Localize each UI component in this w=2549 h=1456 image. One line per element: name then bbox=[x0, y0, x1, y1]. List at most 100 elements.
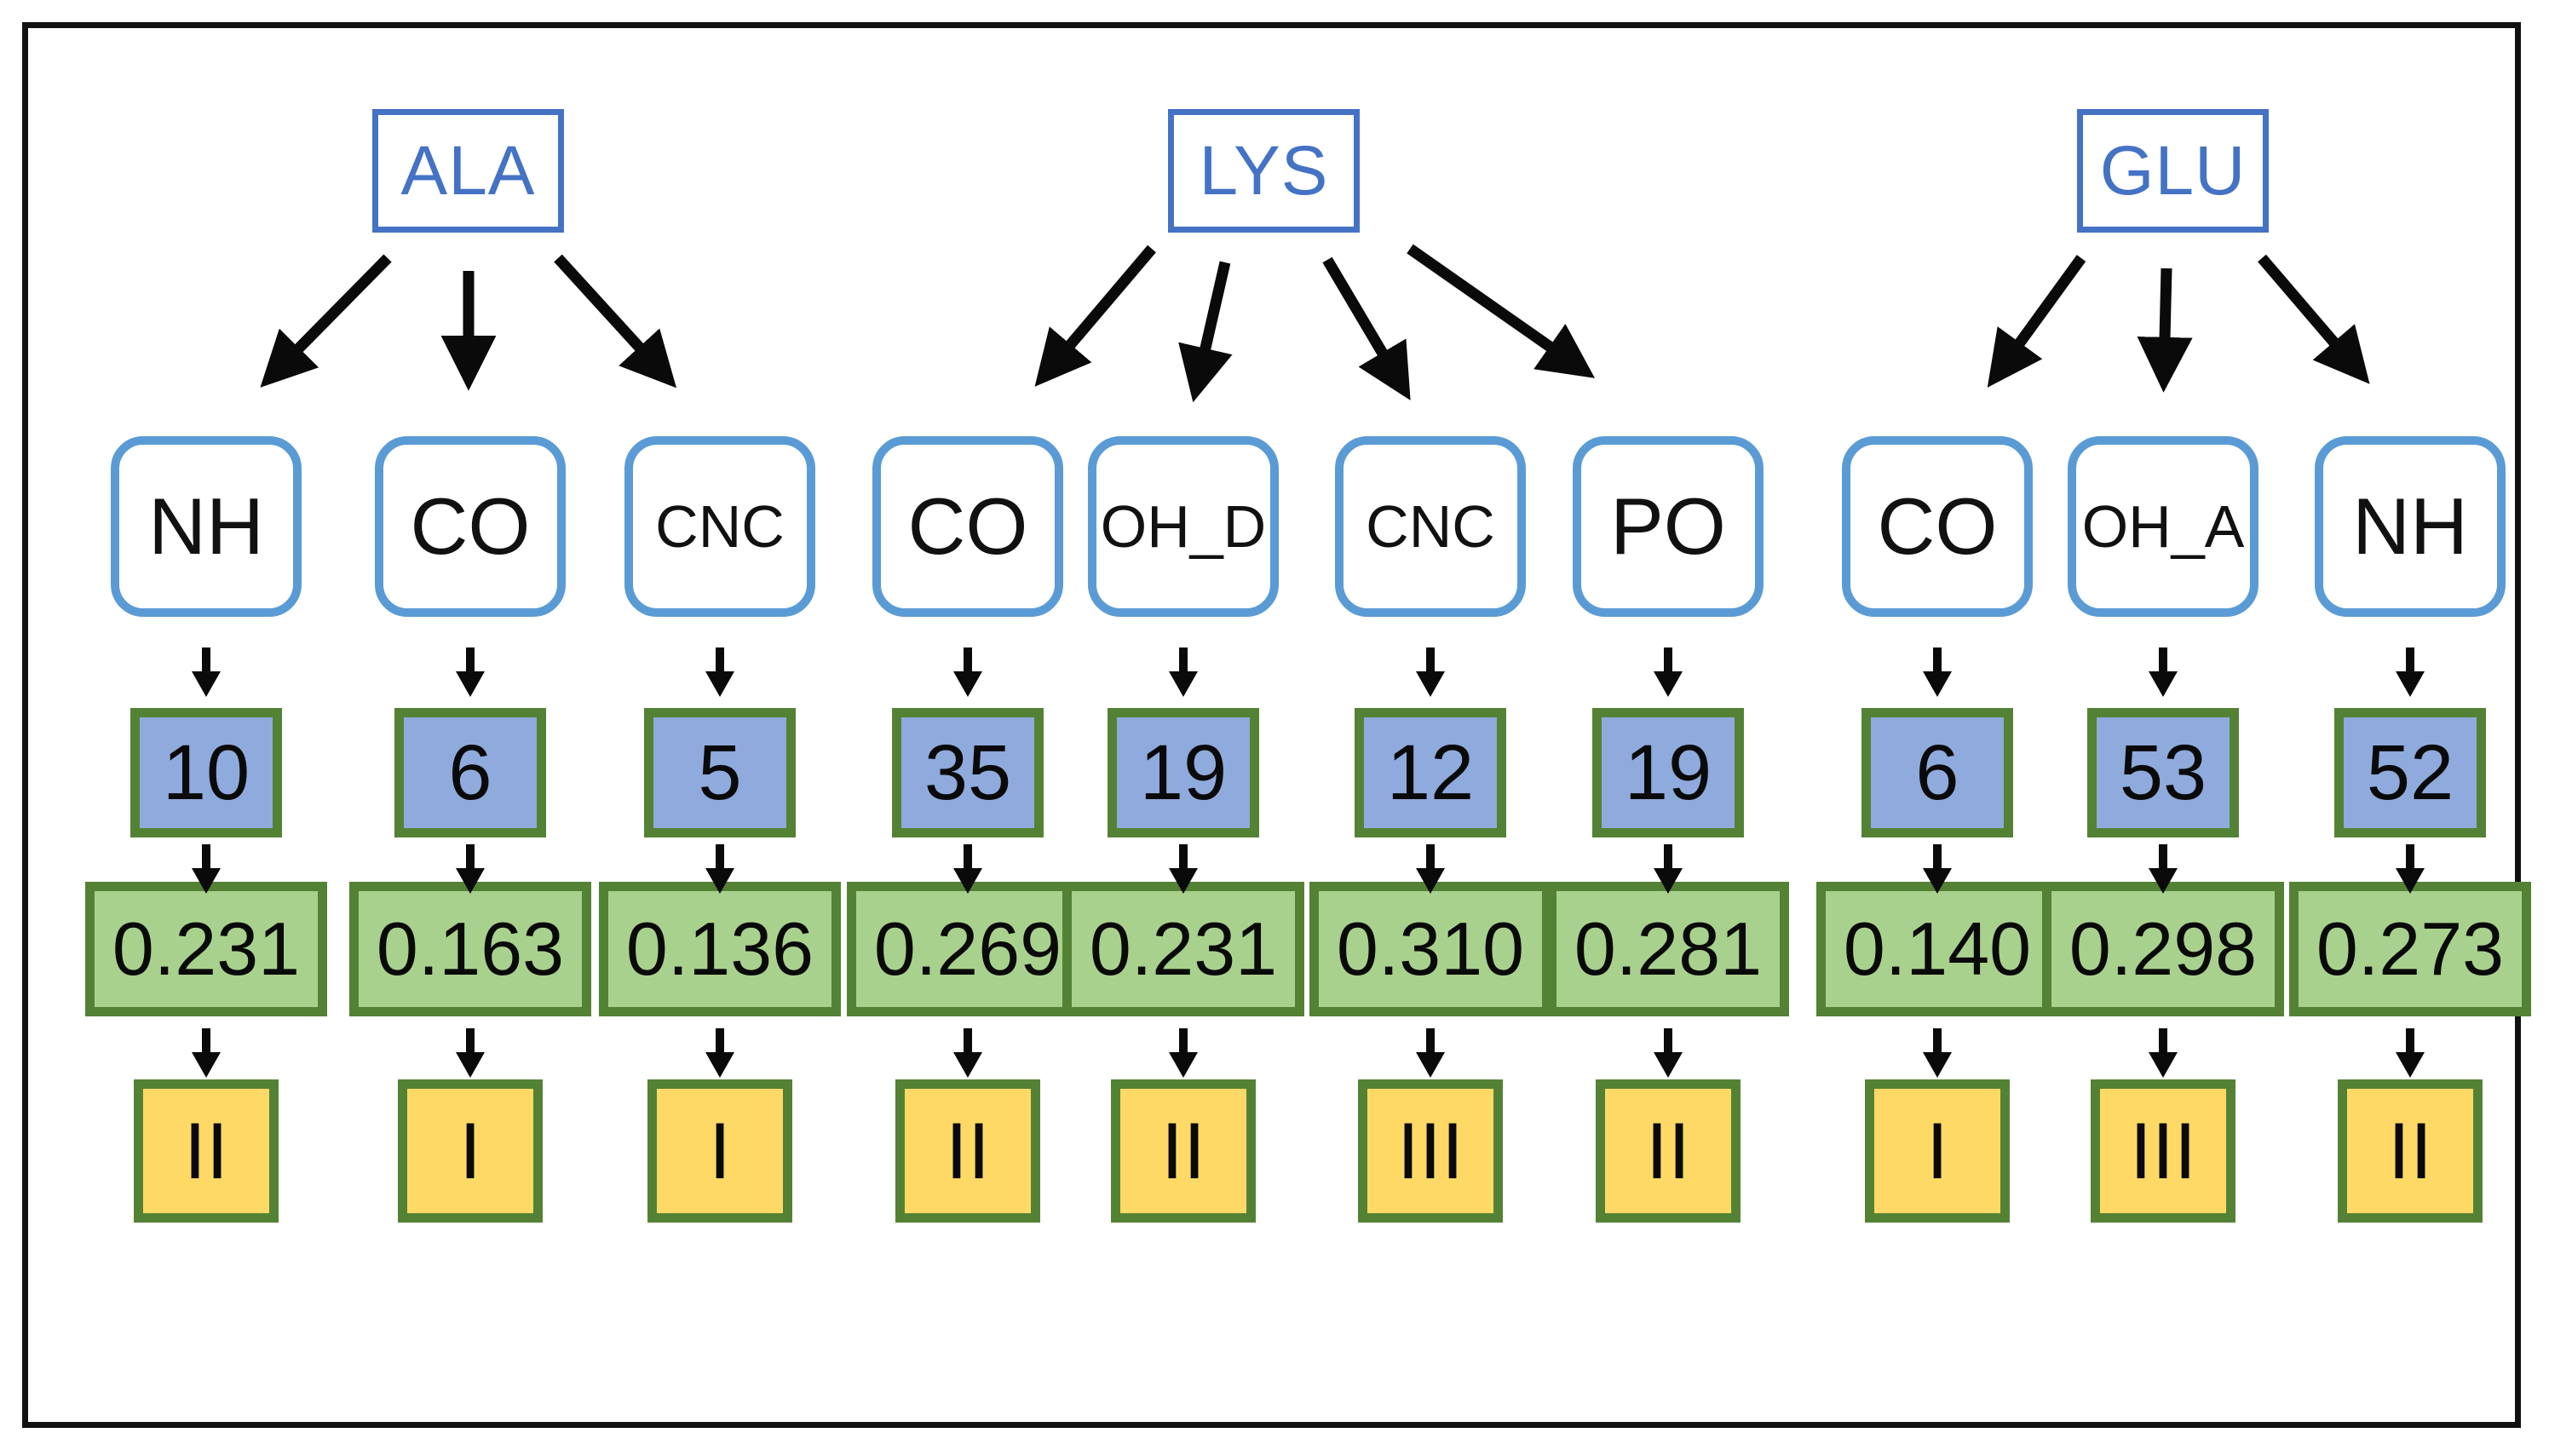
down-arrow-icon bbox=[2406, 647, 2414, 671]
pipeline-column: CO 35 0.269 II bbox=[840, 436, 1096, 1223]
value-box: 0.231 bbox=[85, 882, 327, 1016]
count-value: 5 bbox=[698, 728, 742, 816]
functional-group-box: CO bbox=[1842, 436, 2033, 617]
down-arrow-icon bbox=[964, 844, 972, 868]
count-box: 35 bbox=[892, 708, 1044, 837]
count-box: 6 bbox=[1861, 708, 2013, 837]
functional-group-label: NH bbox=[148, 481, 264, 571]
down-arrow-icon bbox=[2159, 844, 2167, 868]
category-numeral: I bbox=[1925, 1106, 1949, 1195]
down-arrow-icon bbox=[964, 647, 972, 671]
pipeline-column: NH 10 0.231 II bbox=[78, 436, 334, 1223]
count-box: 12 bbox=[1355, 708, 1506, 837]
pipeline-column: OH_A 53 0.298 III bbox=[2035, 436, 2291, 1223]
value-number: 0.298 bbox=[2069, 906, 2258, 991]
category-numeral: II bbox=[2387, 1106, 2433, 1195]
count-box: 19 bbox=[1108, 708, 1259, 837]
value-box: 0.140 bbox=[1816, 882, 2058, 1016]
count-value: 12 bbox=[1386, 728, 1475, 816]
category-numeral: II bbox=[183, 1106, 229, 1195]
down-arrow-icon bbox=[1179, 1028, 1188, 1052]
down-arrow-icon bbox=[2406, 844, 2414, 868]
value-box: 0.231 bbox=[1062, 882, 1304, 1016]
functional-group-label: CO bbox=[907, 481, 1028, 571]
down-arrow-icon bbox=[202, 647, 210, 671]
down-arrow-icon bbox=[2159, 1028, 2167, 1052]
category-box: II bbox=[895, 1079, 1040, 1223]
amino-acid-label: GLU bbox=[2099, 131, 2247, 210]
functional-group-box: CNC bbox=[624, 436, 815, 617]
value-box: 0.269 bbox=[847, 882, 1089, 1016]
down-arrow-icon bbox=[2159, 647, 2167, 671]
down-arrow-icon bbox=[1426, 647, 1435, 671]
functional-group-box: OH_D bbox=[1088, 436, 1279, 617]
category-numeral: II bbox=[1645, 1106, 1691, 1195]
count-value: 52 bbox=[2366, 728, 2454, 816]
count-box: 6 bbox=[394, 708, 546, 837]
count-value: 10 bbox=[162, 728, 250, 816]
down-arrow-icon bbox=[1664, 844, 1672, 868]
category-box: I bbox=[398, 1079, 543, 1223]
value-number: 0.281 bbox=[1574, 906, 1763, 991]
value-box: 0.136 bbox=[599, 882, 841, 1016]
functional-group-label: OH_A bbox=[2081, 493, 2245, 560]
functional-group-label: CNC bbox=[1366, 493, 1495, 560]
down-arrow-icon bbox=[1426, 1028, 1435, 1052]
pipeline-column: CNC 5 0.136 I bbox=[592, 436, 848, 1223]
amino-acid-box-glu: GLU bbox=[2077, 109, 2269, 233]
functional-group-box: NH bbox=[111, 436, 302, 617]
value-number: 0.273 bbox=[2316, 906, 2505, 991]
count-value: 19 bbox=[1139, 728, 1228, 816]
value-number: 0.231 bbox=[1089, 906, 1278, 991]
count-value: 6 bbox=[1915, 728, 1959, 816]
pipeline-column: OH_D 19 0.231 II bbox=[1056, 436, 1311, 1223]
functional-group-box: CO bbox=[375, 436, 566, 617]
functional-group-label: CO bbox=[410, 481, 531, 571]
category-box: II bbox=[1596, 1079, 1741, 1223]
count-value: 19 bbox=[1624, 728, 1712, 816]
down-arrow-icon bbox=[1933, 844, 1942, 868]
category-box: III bbox=[1358, 1079, 1503, 1223]
down-arrow-icon bbox=[1664, 647, 1672, 671]
down-arrow-icon bbox=[1179, 844, 1188, 868]
functional-group-box: OH_A bbox=[2068, 436, 2258, 617]
category-numeral: III bbox=[2129, 1106, 2197, 1195]
value-box: 0.298 bbox=[2042, 882, 2284, 1016]
category-box: II bbox=[134, 1079, 279, 1223]
value-box: 0.281 bbox=[1547, 882, 1789, 1016]
count-box: 53 bbox=[2087, 708, 2239, 837]
value-number: 0.136 bbox=[625, 906, 814, 991]
functional-group-box: NH bbox=[2315, 436, 2506, 617]
value-box: 0.163 bbox=[349, 882, 591, 1016]
pipeline-column: CNC 12 0.310 III bbox=[1303, 436, 1558, 1223]
functional-group-label: CO bbox=[1877, 481, 1998, 571]
pipeline-column: NH 52 0.273 II bbox=[2282, 436, 2538, 1223]
down-arrow-icon bbox=[1179, 647, 1188, 671]
amino-acid-box-ala: ALA bbox=[372, 109, 564, 233]
value-box: 0.273 bbox=[2289, 882, 2531, 1016]
down-arrow-icon bbox=[716, 1028, 724, 1052]
category-numeral: I bbox=[708, 1106, 732, 1195]
count-box: 19 bbox=[1592, 708, 1744, 837]
down-arrow-icon bbox=[716, 844, 724, 868]
category-numeral: II bbox=[1160, 1106, 1206, 1195]
count-value: 6 bbox=[448, 728, 492, 816]
functional-group-box: PO bbox=[1573, 436, 1764, 617]
count-box: 52 bbox=[2334, 708, 2486, 837]
count-box: 5 bbox=[644, 708, 796, 837]
pipeline-column: CO 6 0.163 I bbox=[342, 436, 598, 1223]
amino-acid-label: LYS bbox=[1199, 131, 1329, 210]
value-number: 0.163 bbox=[376, 906, 565, 991]
functional-group-box: CO bbox=[872, 436, 1063, 617]
pipeline-column: PO 19 0.281 II bbox=[1540, 436, 1796, 1223]
value-number: 0.269 bbox=[873, 906, 1062, 991]
down-arrow-icon bbox=[716, 647, 724, 671]
down-arrow-icon bbox=[202, 1028, 210, 1052]
count-box: 10 bbox=[130, 708, 282, 837]
down-arrow-icon bbox=[466, 844, 475, 868]
category-numeral: I bbox=[458, 1106, 482, 1195]
pipeline-column: CO 6 0.140 I bbox=[1810, 436, 2065, 1223]
value-number: 0.231 bbox=[112, 906, 301, 991]
down-arrow-icon bbox=[202, 844, 210, 868]
amino-acid-box-lys: LYS bbox=[1168, 109, 1360, 233]
